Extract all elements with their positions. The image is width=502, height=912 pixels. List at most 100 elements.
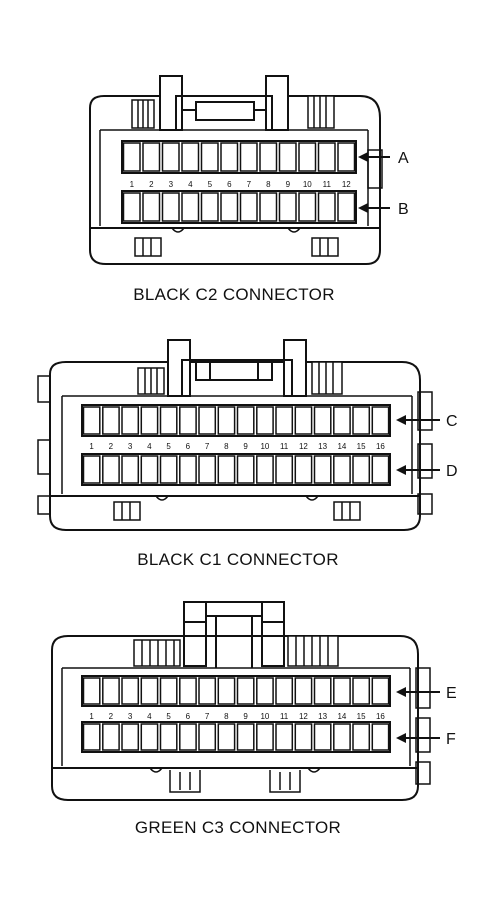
pin-number: 2 [109, 712, 114, 721]
pin-cavity [259, 192, 278, 222]
pin-cavity [121, 406, 140, 435]
c2-row-label-b: B [358, 201, 409, 218]
pin-number: 10 [260, 712, 269, 721]
c1-title: BLACK C1 CONNECTOR [137, 550, 339, 569]
pin-number: 1 [130, 180, 135, 189]
pin-cavity [140, 406, 159, 435]
c2-label-a: A [398, 150, 409, 167]
c1-row-label-c: C [396, 413, 458, 430]
pin-cavity [159, 455, 178, 484]
c2-ribs [131, 95, 335, 129]
connector-c1 [37, 339, 433, 531]
pin-cavity [217, 455, 236, 484]
pin-number: 12 [342, 180, 351, 189]
pin-cavity [102, 455, 120, 484]
pin-cavity [236, 723, 255, 751]
pin-number: 4 [188, 180, 193, 189]
pin-number: 11 [280, 442, 289, 451]
pin-cavity [102, 677, 120, 705]
c1-latch [167, 339, 307, 397]
pin-cavity [278, 192, 297, 222]
c2-pin-row-b [121, 190, 357, 224]
pin-number: 9 [286, 180, 291, 189]
pin-row-outline [121, 190, 357, 224]
c3-label-e: E [446, 685, 457, 702]
c3-ribs [133, 635, 339, 667]
c1-row-label-d: D [396, 463, 458, 480]
c3-housing [51, 635, 419, 801]
pin-cavity [313, 723, 332, 751]
c3-latch [183, 601, 285, 668]
c2-row-label-a: A [358, 150, 409, 167]
c1-pin-row-d [81, 453, 391, 486]
pin-cavity [200, 142, 219, 172]
pin-cavity [220, 142, 239, 172]
c2-housing [89, 95, 381, 265]
pin-number: 10 [260, 442, 269, 451]
pin-number: 6 [186, 442, 191, 451]
pin-cavity [102, 406, 120, 435]
pin-cavity [200, 192, 219, 222]
pin-cavity [217, 723, 236, 751]
pin-number: 7 [205, 442, 210, 451]
pin-cavity [275, 406, 294, 435]
pin-number: 1 [89, 442, 94, 451]
pin-number: 1 [89, 712, 94, 721]
pin-cavity [121, 455, 140, 484]
pin-cavity [140, 723, 159, 751]
pin-cavity [121, 677, 140, 705]
pin-cavity [159, 723, 178, 751]
pin-number: 14 [337, 712, 346, 721]
pin-number: 13 [318, 442, 327, 451]
pin-cavity [352, 723, 371, 751]
c1-bottom-windows [113, 495, 361, 521]
pin-number: 3 [128, 712, 133, 721]
pin-cavity [179, 723, 197, 751]
pin-cavity [371, 677, 390, 705]
pin-cavity [275, 723, 294, 751]
pin-cavity [198, 723, 217, 751]
c3-bottom-windows [149, 767, 321, 793]
pin-number: 9 [243, 442, 248, 451]
pin-cavity [140, 677, 159, 705]
pin-number: 16 [376, 442, 385, 451]
c3-label-f: F [446, 731, 456, 748]
pin-cavity [256, 677, 274, 705]
pin-cavity [161, 142, 180, 172]
pin-cavity [121, 723, 140, 751]
pin-cavity [352, 455, 371, 484]
c1-label-c: C [446, 413, 458, 430]
pin-cavity [294, 406, 313, 435]
pin-cavity [333, 455, 351, 484]
pin-cavity [217, 406, 236, 435]
c3-pin-row-e [81, 675, 391, 707]
pin-cavity [122, 142, 141, 172]
pin-cavity [239, 142, 258, 172]
pin-cavity [352, 406, 371, 435]
pin-cavity [236, 455, 255, 484]
pin-number: 4 [147, 442, 152, 451]
pin-cavity [82, 455, 101, 484]
pin-cavity [371, 723, 390, 751]
pin-cavity [278, 142, 297, 172]
connector-c2 [89, 75, 383, 265]
connector-c3 [51, 601, 431, 801]
c3-title: GREEN C3 CONNECTOR [135, 818, 341, 837]
pin-cavity [198, 455, 217, 484]
pin-cavity [352, 677, 371, 705]
pin-cavity [337, 142, 356, 172]
pin-cavity [198, 677, 217, 705]
pin-number: 3 [128, 442, 133, 451]
pin-number: 9 [243, 712, 248, 721]
pin-cavity [333, 677, 351, 705]
pin-number: 7 [205, 712, 210, 721]
pin-cavity [317, 192, 336, 222]
pin-number: 16 [376, 712, 385, 721]
pin-cavity [220, 192, 239, 222]
pin-cavity [259, 142, 278, 172]
pin-number: 6 [186, 712, 191, 721]
pin-cavity [337, 192, 356, 222]
pin-cavity [179, 406, 197, 435]
